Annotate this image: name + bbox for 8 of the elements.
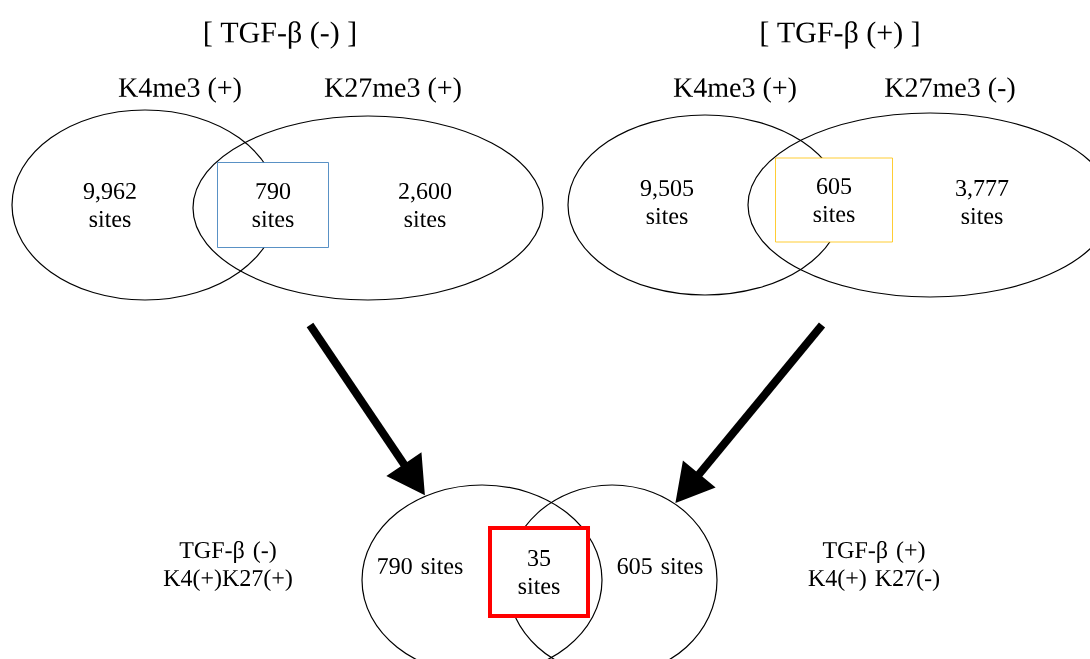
heading-label: [ TGF-β (+) ] bbox=[761, 21, 919, 49]
heading-label: [ TGF-β (-) ] bbox=[205, 21, 355, 49]
heading-label: K4me3 (+) bbox=[118, 77, 241, 103]
heading-label: TGF-β (-) K4(+)K27(+) bbox=[163, 541, 292, 591]
heading-label: K4me3 (+) bbox=[673, 77, 796, 103]
heading-label: K27me3 (+) bbox=[324, 77, 461, 103]
heading-label: K27me3 (-) bbox=[885, 77, 1015, 103]
heading-label: TGF-β (+) K4(+) K27(-) bbox=[808, 541, 939, 591]
